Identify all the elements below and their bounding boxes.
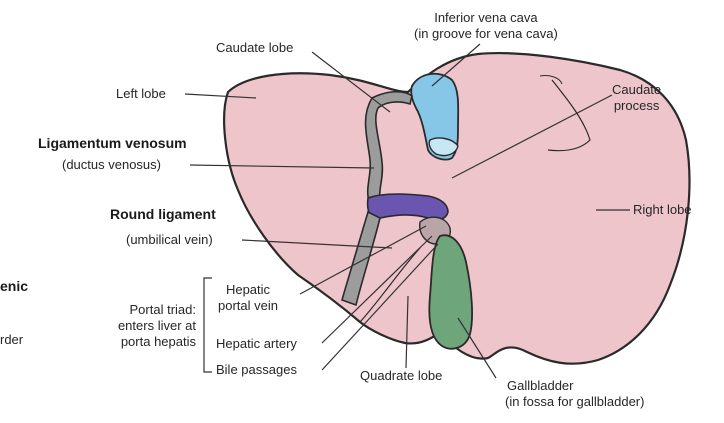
label-bile-passages: Bile passages [216, 362, 297, 378]
hepatic-portal-line2: portal vein [218, 298, 278, 314]
caudate-process-line1: Caudate [612, 82, 661, 98]
portal-triad-line3: porta hepatis [100, 334, 196, 350]
label-cut-left-1: enic [0, 278, 28, 294]
hepatic-portal-line1: Hepatic [218, 282, 278, 298]
label-portal-triad: Portal triad: enters liver at porta hepa… [100, 302, 196, 350]
label-cut-left-2: rder [0, 332, 23, 348]
gallbladder-line2: (in fossa for gallbladder) [505, 394, 644, 410]
portal-triad-line2: enters liver at [100, 318, 196, 334]
label-ductus-venosus: (ductus venosus) [62, 157, 161, 173]
caudate-process-line2: process [612, 98, 661, 114]
label-inferior-vena-cava: Inferior vena cava (in groove for vena c… [414, 10, 558, 42]
label-right-lobe: Right lobe [633, 202, 692, 218]
gallbladder-line1: Gallbladder [505, 378, 644, 394]
label-hepatic-portal-vein: Hepatic portal vein [218, 282, 278, 314]
portal-triad-bracket [204, 278, 212, 372]
label-quadrate-lobe: Quadrate lobe [360, 368, 442, 384]
label-umbilical-vein: (umbilical vein) [126, 232, 213, 248]
portal-triad-line1: Portal triad: [100, 302, 196, 318]
label-hepatic-artery: Hepatic artery [216, 336, 297, 352]
label-ligamentum-venosum: Ligamentum venosum [38, 135, 187, 151]
label-left-lobe: Left lobe [116, 86, 166, 102]
ivc-line1: Inferior vena cava [414, 10, 558, 26]
label-caudate-lobe: Caudate lobe [216, 40, 293, 56]
ivc-line2: (in groove for vena cava) [414, 26, 558, 42]
label-gallbladder: Gallbladder (in fossa for gallbladder) [505, 378, 644, 410]
label-caudate-process: Caudate process [612, 82, 661, 114]
label-round-ligament: Round ligament [110, 206, 216, 222]
